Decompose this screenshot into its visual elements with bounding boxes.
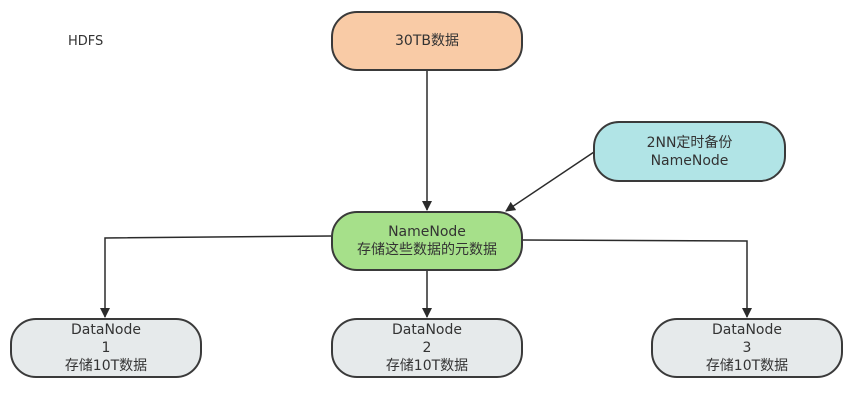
source-data-label: 30TB数据 [395,33,459,49]
namenode-label-line-1: NameNode [388,224,466,240]
datanode-3-label-line-3: 存储10T数据 [705,358,789,374]
datanode-2-label-line-1: DataNode [392,322,462,338]
edge-backup-to-namenode [505,151,595,212]
secondary-namenode-label-line-1: 2NN定时备份 [646,134,733,151]
datanode-1-label-line-3: 存储10T数据 [64,358,148,374]
source-data-node: 30TB数据 [331,11,523,71]
datanode-1-node: DataNode 1 存储10T数据 [10,318,202,378]
namenode-node: NameNode 存储这些数据的元数据 [331,211,523,271]
datanode-3-label-line-2: 3 [742,340,752,356]
datanode-2-label-line-2: 2 [422,340,432,356]
datanode-1-label-line-2: 1 [101,340,111,356]
namenode-label-line-2: 存储这些数据的元数据 [357,242,497,258]
edge-namenode-to-datanode-1 [100,235,332,318]
datanode-3-node: DataNode 3 存储10T数据 [651,318,843,378]
datanode-2-label-line-3: 存储10T数据 [385,358,469,374]
secondary-namenode-label-line-2: NameNode [650,152,729,169]
diagram-title: HDFS [68,34,104,49]
datanode-3-label-line-1: DataNode [712,322,782,338]
datanode-1-label-line-1: DataNode [71,322,141,338]
edge-namenode-to-datanode-3 [522,239,752,318]
secondary-namenode-node: 2NN定时备份 NameNode [593,121,786,182]
datanode-2-node: DataNode 2 存储10T数据 [331,318,523,378]
